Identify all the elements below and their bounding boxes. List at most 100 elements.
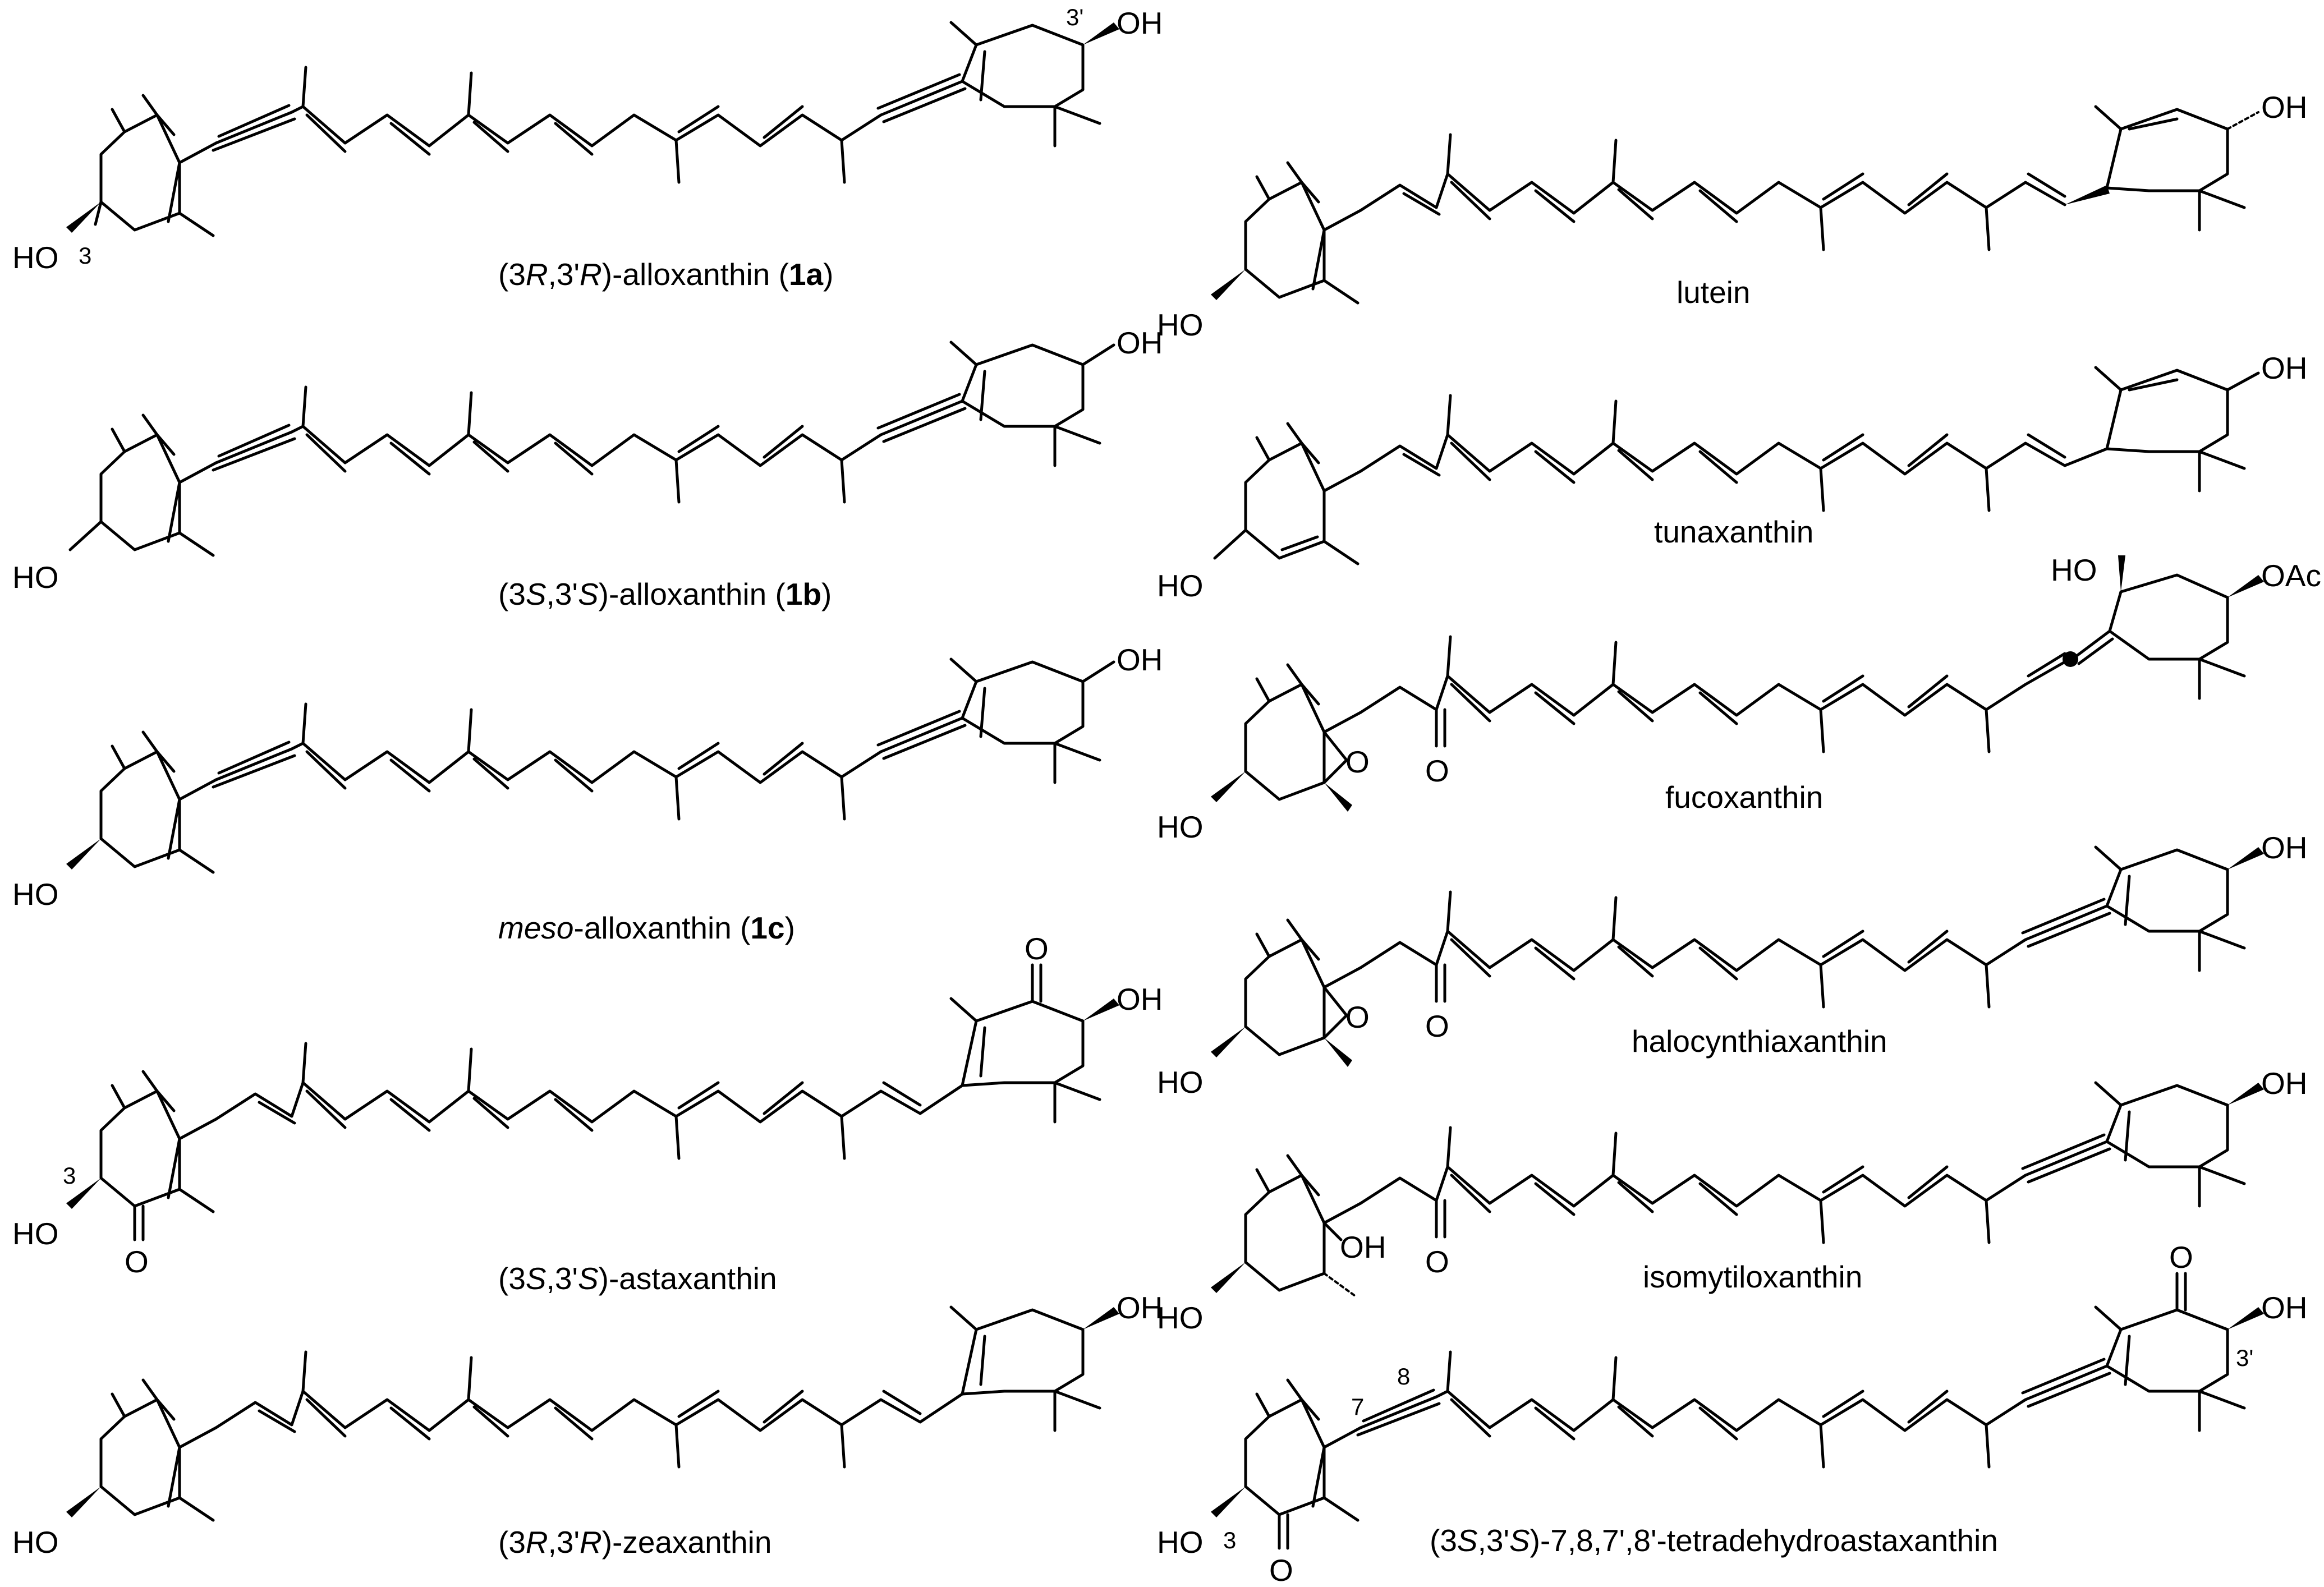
atom-label: OH (2261, 830, 2308, 865)
atom-label: O (125, 1244, 149, 1279)
structure-meso-alloxanthin-1c: HO OH meso-alloxanthin (1c) (12, 642, 1163, 945)
left-ring (94, 94, 218, 237)
atom-label: HO (1157, 1065, 1204, 1100)
left-ring (1244, 161, 1362, 305)
structure-tetradehydroastaxanthin: HO O O OH 3 7 8 3' (3S,3'S)-7,8,7',8'-te… (1157, 1240, 2308, 1587)
hashed-bond (1323, 1272, 1356, 1297)
alkyne-right (876, 710, 967, 760)
wedge-bond (1083, 1307, 1119, 1330)
atom-label: HO (12, 240, 59, 275)
polyene-chain (290, 702, 883, 821)
wedge-bond (2227, 847, 2264, 870)
atom-label: HO (1157, 1525, 1204, 1560)
atom-label: OH (2261, 351, 2308, 385)
wedge-bond (1211, 1487, 1246, 1517)
left-ring (99, 1070, 218, 1241)
atom-label: HO (1157, 1300, 1204, 1335)
caption-halocynthiaxanthin: halocynthiaxanthin (1632, 1024, 1887, 1059)
structure-halocynthiaxanthin: HO O O OH halocynthiaxanthin (1157, 830, 2308, 1100)
polyene-chain (214, 1042, 964, 1160)
atom-label: OH (1117, 642, 1163, 677)
wedge-bond (66, 1487, 101, 1517)
atom-label: HO (1157, 809, 1204, 844)
atom-label: OH (1117, 1290, 1163, 1325)
caption-astaxanthin: (3S,3'S)-astaxanthin (498, 1261, 777, 1296)
atom-label: OH (2261, 1066, 2308, 1101)
structure-tunaxanthin: HO OH tunaxanthin (1157, 351, 2308, 603)
atom-label: O (1425, 1009, 1449, 1043)
polyene-chain (290, 66, 883, 184)
left-ring (1213, 422, 1362, 565)
locant: 3' (1066, 4, 1083, 30)
caption-tetradehydroastaxanthin: (3S,3'S)-7,8,7',8'-tetradehydroastaxanth… (1430, 1523, 1998, 1558)
atom-label: O (1025, 931, 1049, 966)
left-ring (1244, 1154, 1362, 1292)
hashed-bond (2226, 111, 2259, 130)
structure-alloxanthin-1b: HO OH (3S,3'S)-alloxanthin (1b) (12, 325, 1163, 611)
wedge-bond (2118, 555, 2125, 592)
wedge-bond (1083, 999, 1119, 1021)
atom-label: HO (12, 877, 59, 912)
left-ring-epoxide (1244, 918, 1362, 1056)
locant: 3 (1223, 1527, 1236, 1553)
polyene-chain (1435, 1350, 2027, 1469)
right-ring (2094, 1081, 2246, 1208)
wedge-bond (1211, 1027, 1246, 1057)
right-ring (949, 963, 1101, 1124)
wedge-bond (2065, 185, 2110, 205)
atom-label: HO (2051, 553, 2097, 587)
keto-polyene-chain (1359, 635, 2066, 753)
atom-label: OH (1117, 6, 1163, 40)
polyene-chain (1359, 133, 2066, 251)
alkyne-left (212, 740, 296, 789)
structure-isomytiloxanthin: HO OH O OH isomytiloxanthin (1157, 1066, 2308, 1335)
wedge-bond (1083, 22, 1119, 45)
structure-astaxanthin: HO O O OH 3 (3S,3'S)-astaxanthin (12, 931, 1163, 1296)
atom-label: O (1269, 1553, 1293, 1584)
atom-label: HO (1157, 568, 1204, 603)
caption-fucoxanthin: fucoxanthin (1665, 780, 1823, 815)
wedge-bond (2227, 575, 2264, 597)
atom-label: O (1425, 1244, 1449, 1279)
wedge-bond (1324, 1038, 1352, 1067)
atom-label: OH (2261, 1290, 2308, 1325)
atom-label: HO (12, 1216, 59, 1251)
atom-label: OH (2261, 90, 2308, 125)
caption-isomytiloxanthin: isomytiloxanthin (1643, 1259, 1862, 1294)
locant: 7 (1351, 1393, 1364, 1420)
wedge-bond (66, 839, 101, 870)
allene-center (2063, 651, 2078, 667)
wedge-bond (1211, 269, 1246, 300)
locant: 3 (79, 242, 91, 269)
right-ring (2094, 366, 2260, 493)
polyene-chain (290, 385, 883, 504)
caption-alloxanthin-1b: (3S,3'S)-alloxanthin (1b) (498, 577, 832, 611)
wedge-bond (2227, 1307, 2264, 1330)
left-ring (68, 413, 218, 557)
alkyne-left (212, 104, 296, 152)
alkyne-right (2021, 898, 2111, 948)
locant: 3' (2236, 1345, 2253, 1371)
wedge-bond (1211, 771, 1246, 802)
caption-tunaxanthin: tunaxanthin (1654, 514, 1813, 549)
atom-label: OAc (2261, 558, 2321, 593)
structure-zeaxanthin: HO OH (3R,3'R)-zeaxanthin (12, 1290, 1163, 1560)
right-ring (2094, 105, 2246, 232)
locant: 8 (1397, 1363, 1410, 1390)
wedge-bond (1324, 783, 1352, 812)
alkyne-right (876, 73, 967, 123)
right-ring (2074, 573, 2246, 700)
polyene-chain (1359, 394, 2109, 512)
wedge-bond (66, 202, 101, 233)
right-ring (949, 21, 1101, 148)
atom-label: OH (1117, 982, 1163, 1016)
alkyne-right (2021, 1133, 2111, 1184)
alkyne-right (876, 393, 967, 443)
atom-label: O (1345, 744, 1370, 779)
structure-lutein: HO OH lutein (1157, 90, 2308, 342)
left-ring (99, 1378, 218, 1522)
left-ring-epoxide (1244, 663, 1362, 801)
right-ring (949, 1305, 1101, 1432)
